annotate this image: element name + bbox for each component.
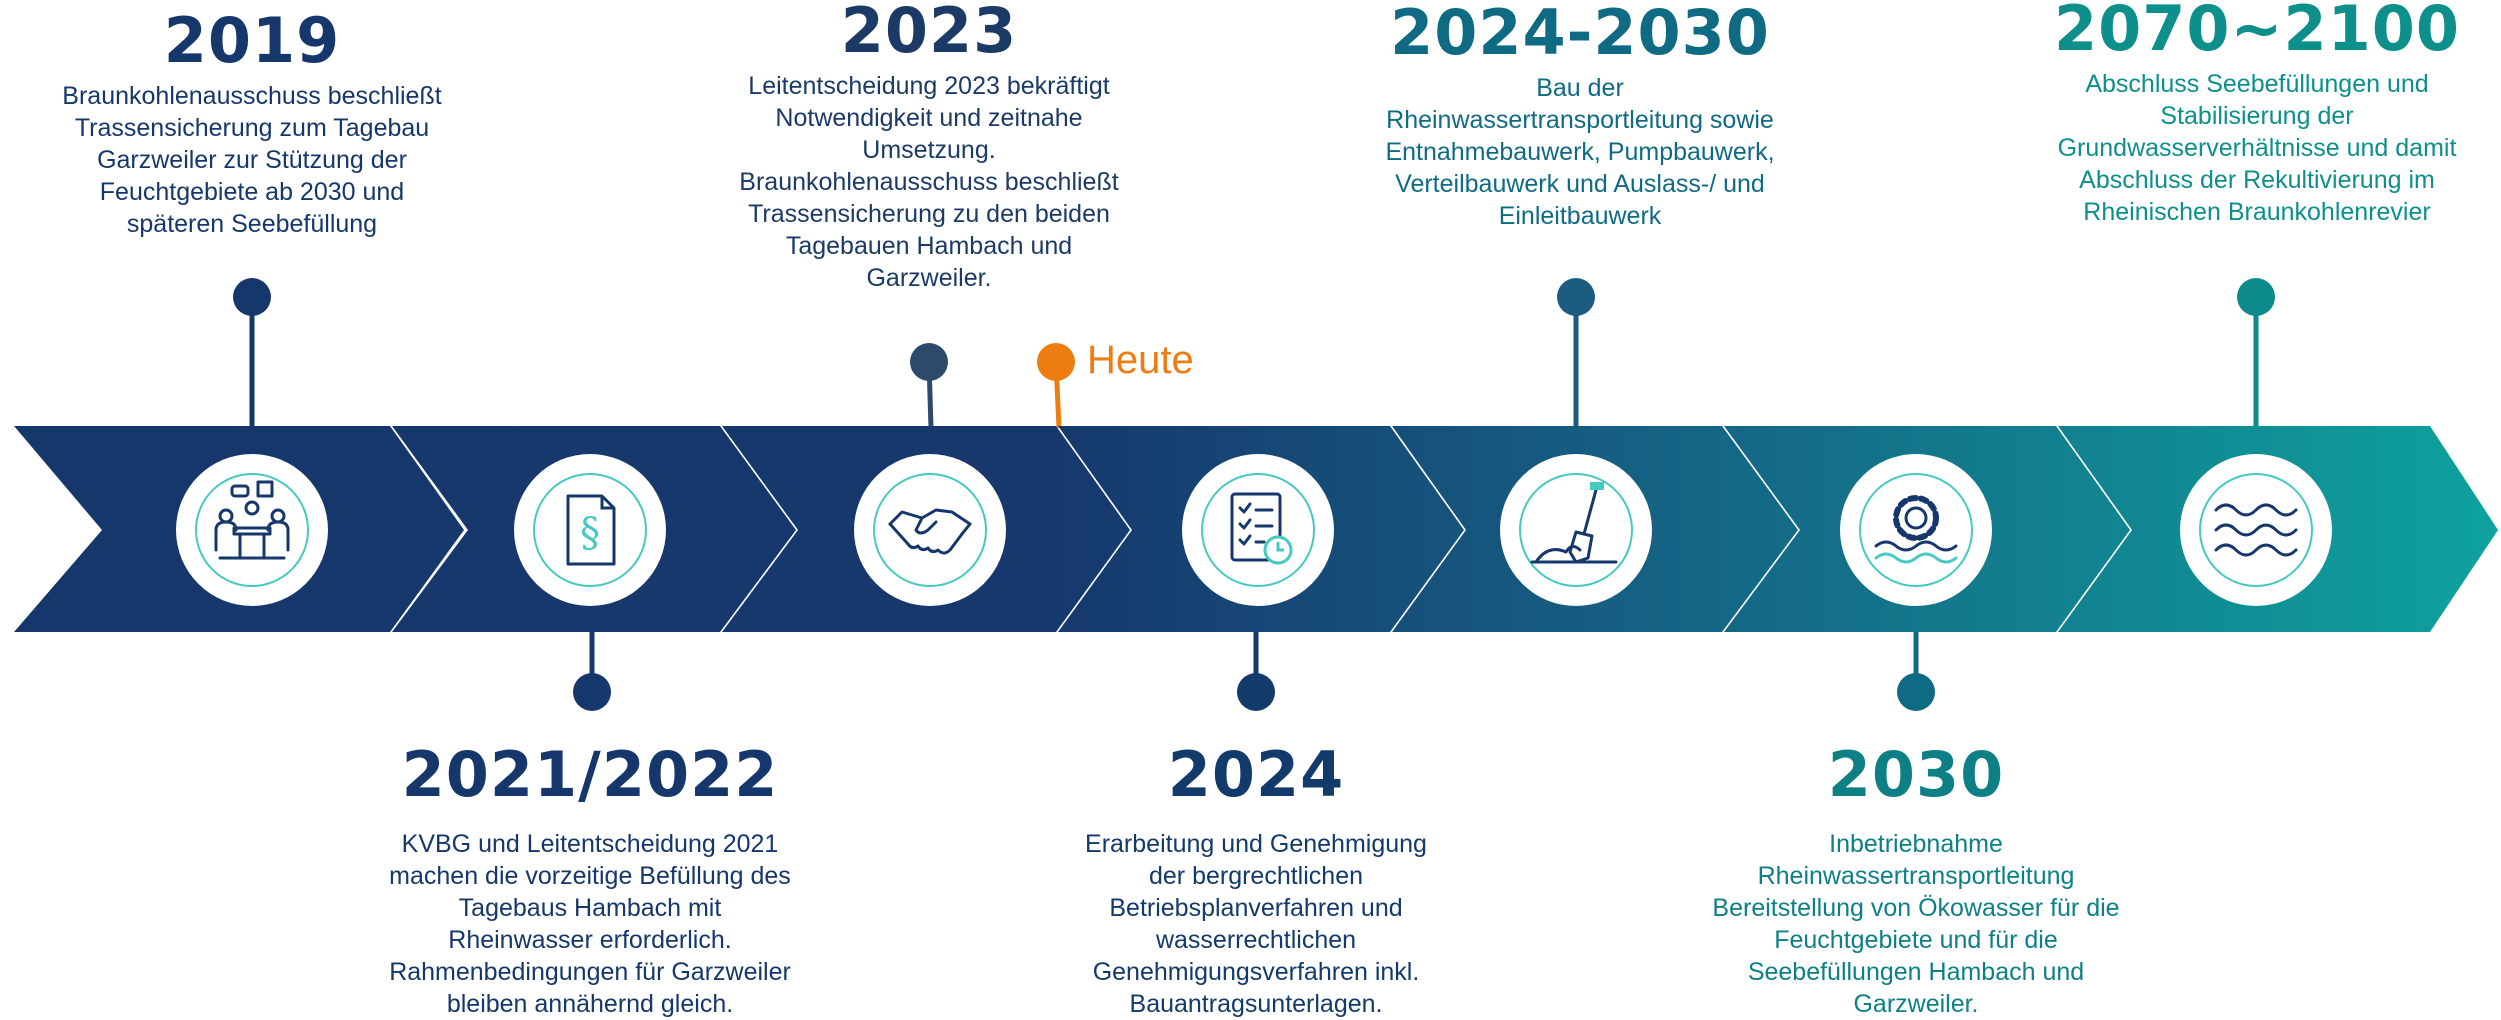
desc-line: Bau der (1536, 74, 1624, 102)
document-paragraph-icon: § (514, 454, 666, 606)
milestone-year: 2021/2022 (401, 738, 779, 811)
desc-line: Trassensicherung zum Tagebau (74, 114, 430, 142)
milestone-year: 2023 (840, 0, 1018, 67)
milestone-description: Inbetriebnahme Rheinwassertransportleitu… (1681, 828, 2151, 1020)
milestone-year: 2070~2100 (2053, 0, 2461, 65)
desc-line: Rheinwassertransportleitung sowie (1386, 106, 1774, 134)
milestone-2023: 2023 Leitentscheidung 2023 bekräftigt No… (694, 0, 1164, 294)
desc-line: Rheinwasser erforderlich. (448, 926, 732, 954)
desc-line: der bergrechtlichen (1148, 862, 1363, 890)
milestone-2030: 2030 Inbetriebnahme Rheinwassertransport… (1681, 740, 2151, 1020)
desc-line: Tagebauen Hambach und (785, 232, 1073, 260)
milestone-2070-2100: 2070~2100 Abschluss Seebefüllungen und S… (2022, 0, 2492, 228)
dot-2021 (573, 673, 611, 711)
dot-2024-2030 (1557, 278, 1595, 316)
desc-line: Bereitstellung von Ökowasser für die (1712, 894, 2120, 922)
desc-line: Notwendigkeit und zeitnahe (775, 104, 1083, 132)
desc-line: bleiben annähernd gleich. (446, 990, 734, 1018)
desc-line: Entnahmebauwerk, Pumpbauwerk, (1385, 138, 1775, 166)
desc-line: Feuchtgebiete und für die (1774, 926, 2058, 954)
svg-text:§: § (580, 510, 600, 556)
milestone-description: Abschluss Seebefüllungen und Stabilisier… (2022, 68, 2492, 228)
milestone-year: 2019 (163, 4, 341, 77)
desc-line: Garzweiler. (866, 264, 992, 292)
desc-line: Abschluss Seebefüllungen und (2085, 70, 2429, 98)
handshake-icon (854, 454, 1006, 606)
desc-line: Leitentscheidung 2023 bekräftigt (748, 72, 1110, 100)
dot-2030 (1897, 673, 1935, 711)
desc-line: Bauantragsunterlagen. (1129, 990, 1383, 1018)
waves-icon (2180, 454, 2332, 606)
milestone-2024: 2024 Erarbeitung und Genehmigung der ber… (1021, 740, 1491, 1020)
desc-line: Abschluss der Rekultivierung im (2079, 166, 2435, 194)
water-wheel-icon (1840, 454, 1992, 606)
dot-2019 (233, 278, 271, 316)
desc-line: Garzweiler zur Stützung der (97, 146, 407, 174)
milestone-description: Leitentscheidung 2023 bekräftigt Notwend… (694, 70, 1164, 294)
desc-line: Braunkohlenausschuss beschließt (739, 168, 1119, 196)
milestone-year: 2030 (1827, 738, 2005, 811)
milestone-description: Bau der Rheinwassertransportleitung sowi… (1345, 72, 1815, 232)
desc-line: Rheinischen Braunkohlenrevier (2083, 198, 2431, 226)
checklist-clock-icon (1182, 454, 1334, 606)
icon-circles: § (176, 454, 2332, 606)
milestone-description: KVBG und Leitentscheidung 2021 machen di… (355, 828, 825, 1020)
desc-line: Rahmenbedingungen für Garzweiler (389, 958, 791, 986)
desc-line: Garzweiler. (1853, 990, 1979, 1018)
dot-2024 (1237, 673, 1275, 711)
desc-line: Einleitbauwerk (1498, 202, 1662, 230)
desc-line: Braunkohlenausschuss beschließt (62, 82, 442, 110)
milestone-2021-2022: 2021/2022 KVBG und Leitentscheidung 2021… (355, 740, 825, 1020)
desc-line: wasserrechtlichen (1155, 926, 1357, 954)
desc-line: Verteilbauwerk und Auslass-/ und (1395, 170, 1765, 198)
milestone-2024-2030: 2024-2030 Bau der Rheinwassertransportle… (1345, 0, 1815, 232)
milestone-2019: 2019 Braunkohlenausschuss beschließt Tra… (17, 6, 487, 240)
desc-line: Grundwasserverhältnisse und damit (2057, 134, 2457, 162)
milestone-year: 2024 (1167, 738, 1345, 811)
desc-line: machen die vorzeitige Befüllung des (389, 862, 791, 890)
milestone-year: 2024-2030 (1390, 0, 1770, 69)
milestone-dots (233, 278, 2275, 711)
milestone-description: Braunkohlenausschuss beschließt Trassens… (17, 80, 487, 240)
desc-line: späteren Seebefüllung (126, 210, 378, 238)
desc-line: Rheinwassertransportleitung (1757, 862, 2075, 890)
desc-line: Feuchtgebiete ab 2030 und (99, 178, 405, 206)
dot-heute (1037, 343, 1075, 381)
desc-line: Seebefüllungen Hambach und (1747, 958, 2085, 986)
milestone-description: Erarbeitung und Genehmigung der bergrech… (1021, 828, 1491, 1020)
desc-line: Genehmigungsverfahren inkl. (1092, 958, 1420, 986)
desc-line: Erarbeitung und Genehmigung (1085, 830, 1427, 858)
dot-2023 (910, 343, 948, 381)
desc-line: Betriebsplanverfahren und (1109, 894, 1403, 922)
desc-line: Inbetriebnahme (1829, 830, 2003, 858)
meeting-icon (176, 454, 328, 606)
desc-line: Trassensicherung zu den beiden (748, 200, 1110, 228)
dot-2070 (2237, 278, 2275, 316)
today-label: Heute (1087, 338, 1194, 382)
shovel-icon (1500, 454, 1652, 606)
desc-line: KVBG und Leitentscheidung 2021 (401, 830, 779, 858)
desc-line: Stabilisierung der (2160, 102, 2354, 130)
desc-line: Tagebaus Hambach mit (458, 894, 722, 922)
desc-line: Umsetzung. (862, 136, 996, 164)
